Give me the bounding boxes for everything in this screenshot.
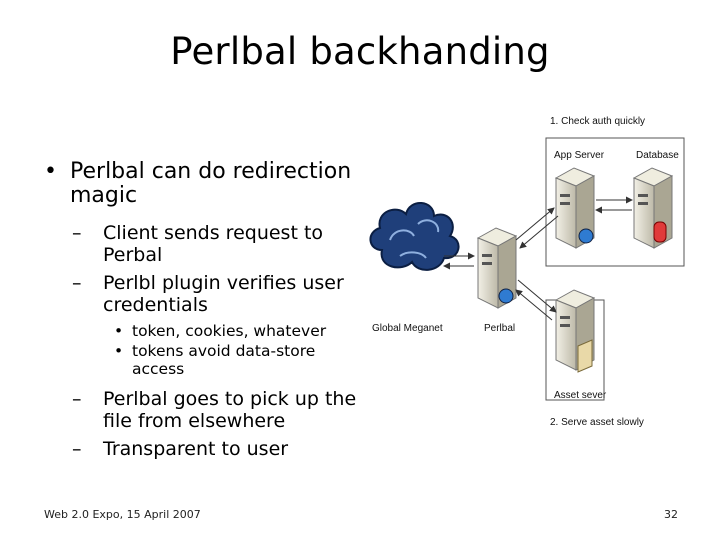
- slide-title: Perlbal backhanding: [170, 30, 550, 73]
- asset-server-label: Asset sever: [554, 390, 607, 401]
- footer-event: Web 2.0 Expo, 15 April 2007: [44, 508, 201, 521]
- server-icon: [554, 289, 596, 373]
- server-icon: [476, 227, 518, 309]
- bullet-subsub-tokens: token, cookies, whatever: [114, 322, 364, 340]
- bullet-subsub-avoid-datastore: tokens avoid data-store access: [114, 342, 364, 378]
- globe-icon: [498, 288, 514, 304]
- perlbal-label: Perlbal: [484, 323, 516, 334]
- step1-label: 1. Check auth quickly: [550, 116, 646, 127]
- bullet-sub-client-request: Client sends request to Perbal: [72, 222, 364, 266]
- bullet-main: Perlbal can do redirection magic: [44, 160, 364, 208]
- cloud-label: Global Meganet: [372, 323, 443, 334]
- server-icon: [554, 167, 596, 249]
- cloud-icon: [369, 202, 460, 271]
- database-label: Database: [636, 150, 679, 161]
- arrow-perlbal-to-asset: [517, 279, 557, 313]
- arrow-asset-to-perlbal: [515, 289, 553, 321]
- arrow-perlbal-to-app: [515, 207, 555, 241]
- arrow-app-to-perlbal: [519, 215, 559, 249]
- bullet-sub-pick-up-file: Perlbal goes to pick up the file from el…: [72, 388, 364, 432]
- bullet-sub-transparent: Transparent to user: [72, 438, 364, 460]
- auth-box: [545, 137, 685, 267]
- globe-icon: [578, 228, 594, 244]
- diagram-graphics: [369, 137, 685, 401]
- page-number: 32: [664, 508, 678, 521]
- app-server-label: App Server: [554, 150, 605, 161]
- bullet-list: Perlbal can do redirection magic Client …: [44, 160, 364, 466]
- architecture-diagram: 1. Check auth quickly App Server Databas…: [360, 100, 700, 440]
- database-icon: [632, 167, 674, 249]
- step2-label: 2. Serve asset slowly: [550, 417, 644, 428]
- bullet-sub-plugin-verifies: Perlbl plugin verifies user credentials: [72, 272, 364, 316]
